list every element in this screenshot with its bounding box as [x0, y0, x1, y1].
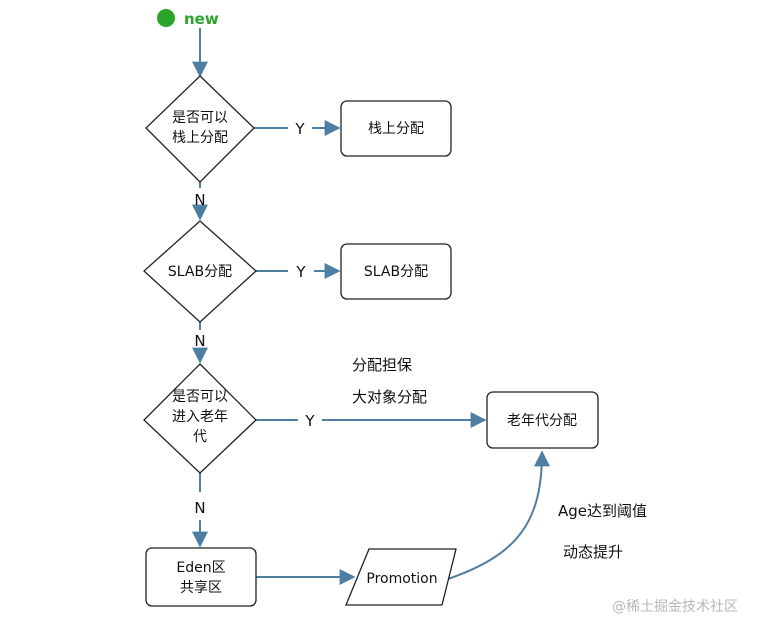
- decision-stack-allocation-line1: 是否可以: [172, 110, 228, 126]
- box-eden: [145, 547, 257, 607]
- box-eden-line1: Eden区: [176, 560, 225, 576]
- io-promotion: [345, 548, 457, 606]
- box-stack-allocation: [340, 100, 452, 157]
- box-old-generation-label: 老年代分配: [507, 413, 577, 429]
- note-guarantee: 分配担保: [352, 356, 412, 374]
- decision-old-generation: [143, 363, 257, 474]
- box-slab-allocation-label: SLAB分配: [364, 264, 428, 280]
- box-stack-allocation-label: 栈上分配: [368, 121, 424, 137]
- edge-label-d2-no: N: [194, 332, 205, 350]
- box-eden-line2: 共享区: [180, 579, 222, 596]
- decision-old-generation-line1: 是否可以: [172, 389, 228, 405]
- box-slab-allocation: [340, 243, 452, 300]
- start-node: [157, 9, 175, 27]
- edge-label-d3-no: N: [194, 499, 205, 517]
- decision-old-generation-line2: 进入老年: [172, 409, 228, 425]
- decision-stack-allocation: [145, 75, 255, 183]
- decision-slab: [143, 220, 257, 323]
- box-old-generation: [486, 391, 599, 449]
- decision-slab-label: SLAB分配: [168, 264, 232, 280]
- edge-label-d1-yes: Y: [294, 120, 305, 138]
- note-age-threshold: Age达到阈值: [558, 502, 647, 520]
- edge-promotion-to-old: [444, 450, 550, 581]
- note-large-object: 大对象分配: [352, 388, 427, 406]
- edge-label-d3-yes: Y: [304, 412, 315, 430]
- watermark: @稀土掘金技术社区: [612, 599, 738, 615]
- edge-label-d1-no: N: [194, 191, 205, 209]
- decision-stack-allocation-line2: 栈上分配: [172, 130, 228, 146]
- start-label: new: [184, 10, 219, 28]
- decision-old-generation-line3: 代: [193, 429, 207, 445]
- edge-label-d2-yes: Y: [295, 263, 306, 281]
- note-dynamic-promotion: 动态提升: [563, 543, 623, 561]
- io-promotion-label: Promotion: [366, 571, 437, 587]
